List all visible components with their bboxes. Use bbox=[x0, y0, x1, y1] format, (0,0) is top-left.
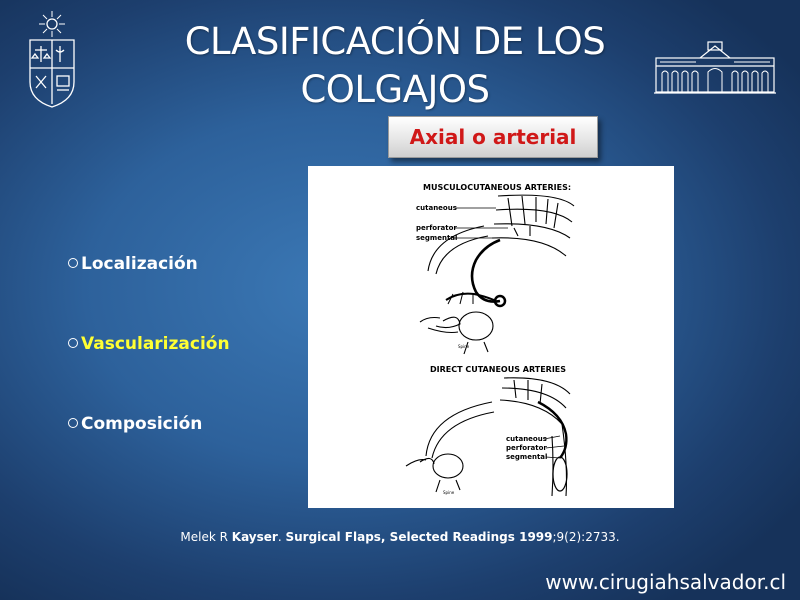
slide-title-line-1: CLASIFICACIÓN DE LOS bbox=[184, 20, 606, 63]
arteries-illustration: MUSCULOCUTANEOUS ARTERIES: Spine bbox=[308, 166, 674, 508]
university-crest-icon bbox=[22, 10, 82, 110]
citation-source: Surgical Flaps, Selected Readings 1999 bbox=[285, 530, 553, 544]
bullet-text: Composición bbox=[81, 414, 203, 434]
label-perforator-bottom: perforator bbox=[506, 444, 547, 452]
label-cutaneous-top: cutaneous bbox=[416, 204, 457, 212]
bullet-item-localizacion: Localización bbox=[68, 254, 198, 274]
flap-type-label: Axial o arterial bbox=[409, 125, 577, 149]
circle-bullet-icon bbox=[68, 258, 78, 268]
svg-text:Spine: Spine bbox=[443, 490, 455, 495]
svg-text:Spine: Spine bbox=[458, 344, 470, 349]
circle-bullet-icon bbox=[68, 338, 78, 348]
slide-title-line-2: COLGAJOS bbox=[300, 68, 490, 111]
website-url: www.cirugiahsalvador.cl bbox=[545, 570, 786, 594]
label-cutaneous-bottom: cutaneous bbox=[506, 435, 547, 443]
label-perforator-top: perforator bbox=[416, 224, 457, 232]
flap-type-badge: Axial o arterial bbox=[388, 116, 598, 158]
figure-heading-bottom: DIRECT CUTANEOUS ARTERIES bbox=[430, 365, 566, 374]
citation-author: Kayser bbox=[231, 530, 278, 544]
citation: Melek R Kayser. Surgical Flaps, Selected… bbox=[0, 530, 800, 544]
hospital-building-icon bbox=[652, 40, 778, 95]
bullet-item-vascularizacion: Vascularización bbox=[68, 334, 230, 354]
bullet-text: Vascularización bbox=[81, 334, 230, 354]
figure-heading-top: MUSCULOCUTANEOUS ARTERIES: bbox=[423, 183, 571, 192]
label-segmental-bottom: segmental bbox=[506, 453, 547, 461]
slide-title: CLASIFICACIÓN DE LOS COLGAJOS bbox=[150, 18, 640, 114]
circle-bullet-icon bbox=[68, 418, 78, 428]
citation-separator: . bbox=[277, 530, 286, 544]
label-segmental-top: segmental bbox=[416, 234, 457, 242]
bullet-item-composicion: Composición bbox=[68, 414, 202, 434]
bullet-text: Localización bbox=[81, 254, 198, 274]
citation-volume: ;9(2):2733. bbox=[552, 530, 620, 544]
citation-author-prefix: Melek R bbox=[180, 530, 232, 544]
